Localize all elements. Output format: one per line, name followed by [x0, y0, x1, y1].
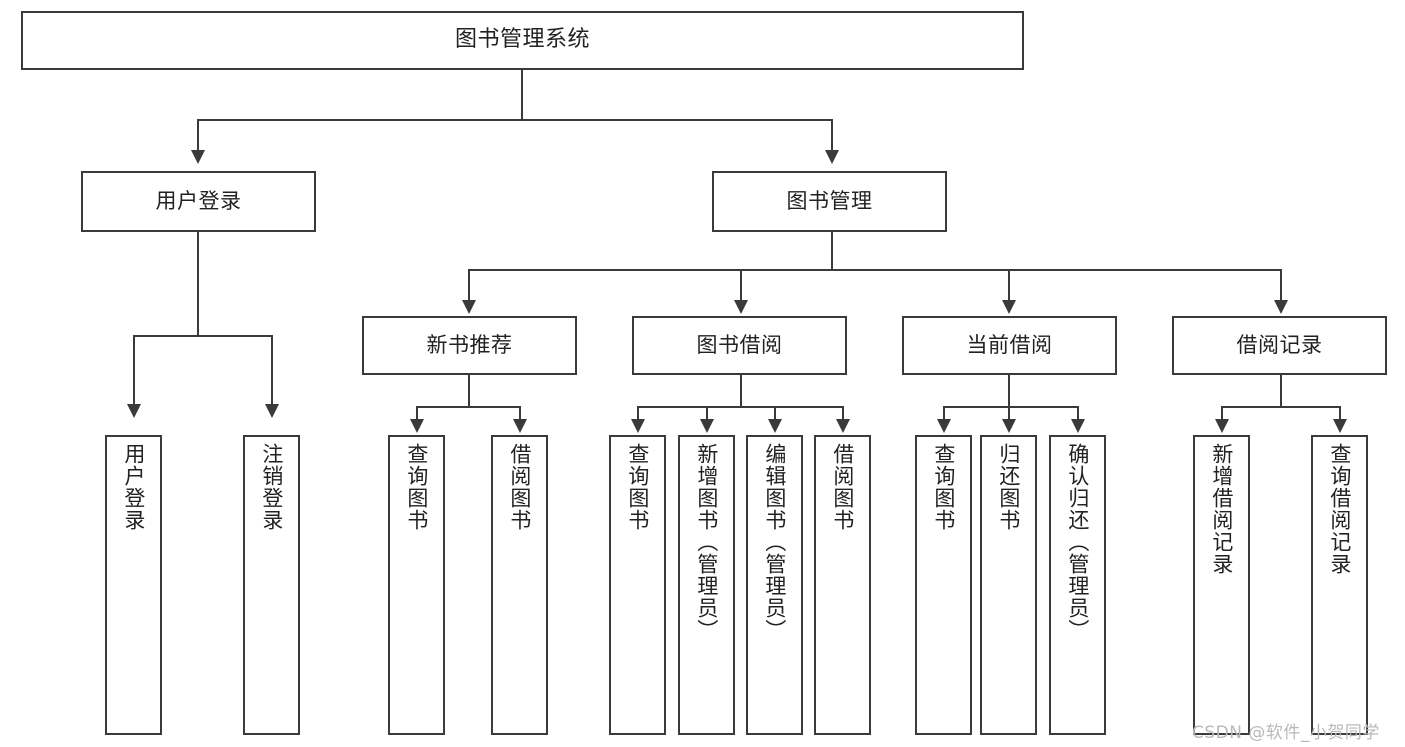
connector-user-login-to-leaf-2 — [271, 335, 273, 405]
arrowhead-nbr-leaf-1 — [410, 419, 424, 433]
connector-book-borrow-stem — [740, 375, 742, 407]
connector-book-borrow-bar — [637, 406, 844, 408]
node-label: 借阅图书 — [507, 443, 532, 531]
connector-root-to-book-manage — [831, 119, 833, 151]
connector-root-stem — [521, 70, 523, 120]
node-label: 借阅图书 — [830, 443, 855, 531]
arrowhead-br-leaf-2 — [1333, 419, 1347, 433]
arrowhead-root-to-user-login — [191, 150, 205, 164]
leaf-bb-borrow-book[interactable]: 借阅图书 — [814, 435, 871, 735]
connector-user-login-stem — [197, 232, 199, 336]
connector-br-leaf-1 — [1221, 406, 1223, 420]
connector-nbr-leaf-2 — [519, 406, 521, 420]
arrowhead-bb-leaf-2 — [700, 419, 714, 433]
connector-bb-leaf-1 — [637, 406, 639, 420]
node-label: 查询图书 — [625, 443, 650, 531]
leaf-rec-borrow-book[interactable]: 借阅图书 — [491, 435, 548, 735]
connector-new-book-rec-stem — [468, 375, 470, 407]
connector-current-borrow-bar — [943, 406, 1079, 408]
leaf-cb-confirm-return-admin[interactable]: 确认归还（管理员） — [1049, 435, 1106, 735]
leaf-user-login[interactable]: 用户登录 — [105, 435, 162, 735]
connector-book-manage-stem — [831, 232, 833, 270]
arrowhead-bb-leaf-4 — [836, 419, 850, 433]
arrowhead-nbr-leaf-2 — [513, 419, 527, 433]
arrowhead-bb-leaf-1 — [631, 419, 645, 433]
node-label: 确认归还（管理员） — [1065, 443, 1090, 641]
connector-book-manage-to-current-borrow — [1008, 269, 1010, 301]
node-label: 注销登录 — [259, 443, 284, 531]
arrowhead-user-login-leaf-1 — [127, 404, 141, 418]
connector-cb-leaf-1 — [943, 406, 945, 420]
connector-borrow-record-bar — [1221, 406, 1340, 408]
node-label: 编辑图书（管理员） — [762, 443, 787, 641]
arrowhead-current-borrow — [1002, 300, 1016, 314]
node-book-borrow[interactable]: 图书借阅 — [632, 316, 847, 375]
arrowhead-br-leaf-1 — [1215, 419, 1229, 433]
node-label: 查询图书 — [404, 443, 429, 531]
connector-root-to-user-login — [197, 119, 199, 151]
node-label: 新增借阅记录 — [1209, 443, 1234, 575]
node-label: 图书管理系统 — [454, 27, 590, 53]
node-label: 当前借阅 — [966, 332, 1053, 357]
arrowhead-user-login-leaf-2 — [265, 404, 279, 418]
node-label: 查询借阅记录 — [1327, 443, 1352, 575]
connector-current-borrow-stem — [1008, 375, 1010, 407]
arrowhead-borrow-record — [1274, 300, 1288, 314]
leaf-rec-query-book[interactable]: 查询图书 — [388, 435, 445, 735]
connector-bb-leaf-2 — [706, 406, 708, 420]
arrowhead-book-borrow — [734, 300, 748, 314]
connector-borrow-record-stem — [1280, 375, 1282, 407]
arrowhead-bb-leaf-3 — [768, 419, 782, 433]
node-label: 用户登录 — [121, 443, 146, 531]
node-user-login[interactable]: 用户登录 — [81, 171, 316, 232]
node-new-book-recommend[interactable]: 新书推荐 — [362, 316, 577, 375]
leaf-br-query-record[interactable]: 查询借阅记录 — [1311, 435, 1368, 735]
node-book-manage[interactable]: 图书管理 — [712, 171, 947, 232]
connector-bb-leaf-4 — [842, 406, 844, 420]
node-label: 归还图书 — [996, 443, 1021, 531]
node-label: 用户登录 — [155, 188, 242, 213]
node-root-system[interactable]: 图书管理系统 — [21, 11, 1024, 70]
node-label: 图书借阅 — [696, 332, 783, 357]
arrowhead-new-book-rec — [462, 300, 476, 314]
node-borrow-record[interactable]: 借阅记录 — [1172, 316, 1387, 375]
arrowhead-root-to-book-manage — [825, 150, 839, 164]
connector-bb-leaf-3 — [774, 406, 776, 420]
leaf-cb-return-book[interactable]: 归还图书 — [980, 435, 1037, 735]
connector-nbr-leaf-1 — [416, 406, 418, 420]
leaf-bb-add-book-admin[interactable]: 新增图书（管理员） — [678, 435, 735, 735]
node-label: 查询图书 — [931, 443, 956, 531]
connector-root-bar — [197, 119, 833, 121]
connector-new-book-rec-bar — [416, 406, 521, 408]
arrowhead-cb-leaf-3 — [1071, 419, 1085, 433]
node-label: 新增图书（管理员） — [694, 443, 719, 641]
connector-book-manage-bar — [468, 269, 1280, 271]
connector-br-leaf-2 — [1339, 406, 1341, 420]
connector-book-manage-to-new-book-rec — [468, 269, 470, 301]
connector-book-manage-to-book-borrow — [740, 269, 742, 301]
arrowhead-cb-leaf-2 — [1002, 419, 1016, 433]
node-label: 借阅记录 — [1236, 332, 1323, 357]
connector-user-login-to-leaf-1 — [133, 335, 135, 405]
connector-cb-leaf-3 — [1077, 406, 1079, 420]
leaf-bb-edit-book-admin[interactable]: 编辑图书（管理员） — [746, 435, 803, 735]
leaf-bb-query-book[interactable]: 查询图书 — [609, 435, 666, 735]
leaf-user-logout[interactable]: 注销登录 — [243, 435, 300, 735]
connector-cb-leaf-2 — [1008, 406, 1010, 420]
arrowhead-cb-leaf-1 — [937, 419, 951, 433]
node-current-borrow[interactable]: 当前借阅 — [902, 316, 1117, 375]
node-label: 新书推荐 — [426, 332, 513, 357]
connector-book-manage-to-borrow-record — [1280, 269, 1282, 301]
node-label: 图书管理 — [786, 188, 873, 213]
leaf-br-add-record[interactable]: 新增借阅记录 — [1193, 435, 1250, 735]
connector-user-login-bar — [133, 335, 273, 337]
leaf-cb-query-book[interactable]: 查询图书 — [915, 435, 972, 735]
